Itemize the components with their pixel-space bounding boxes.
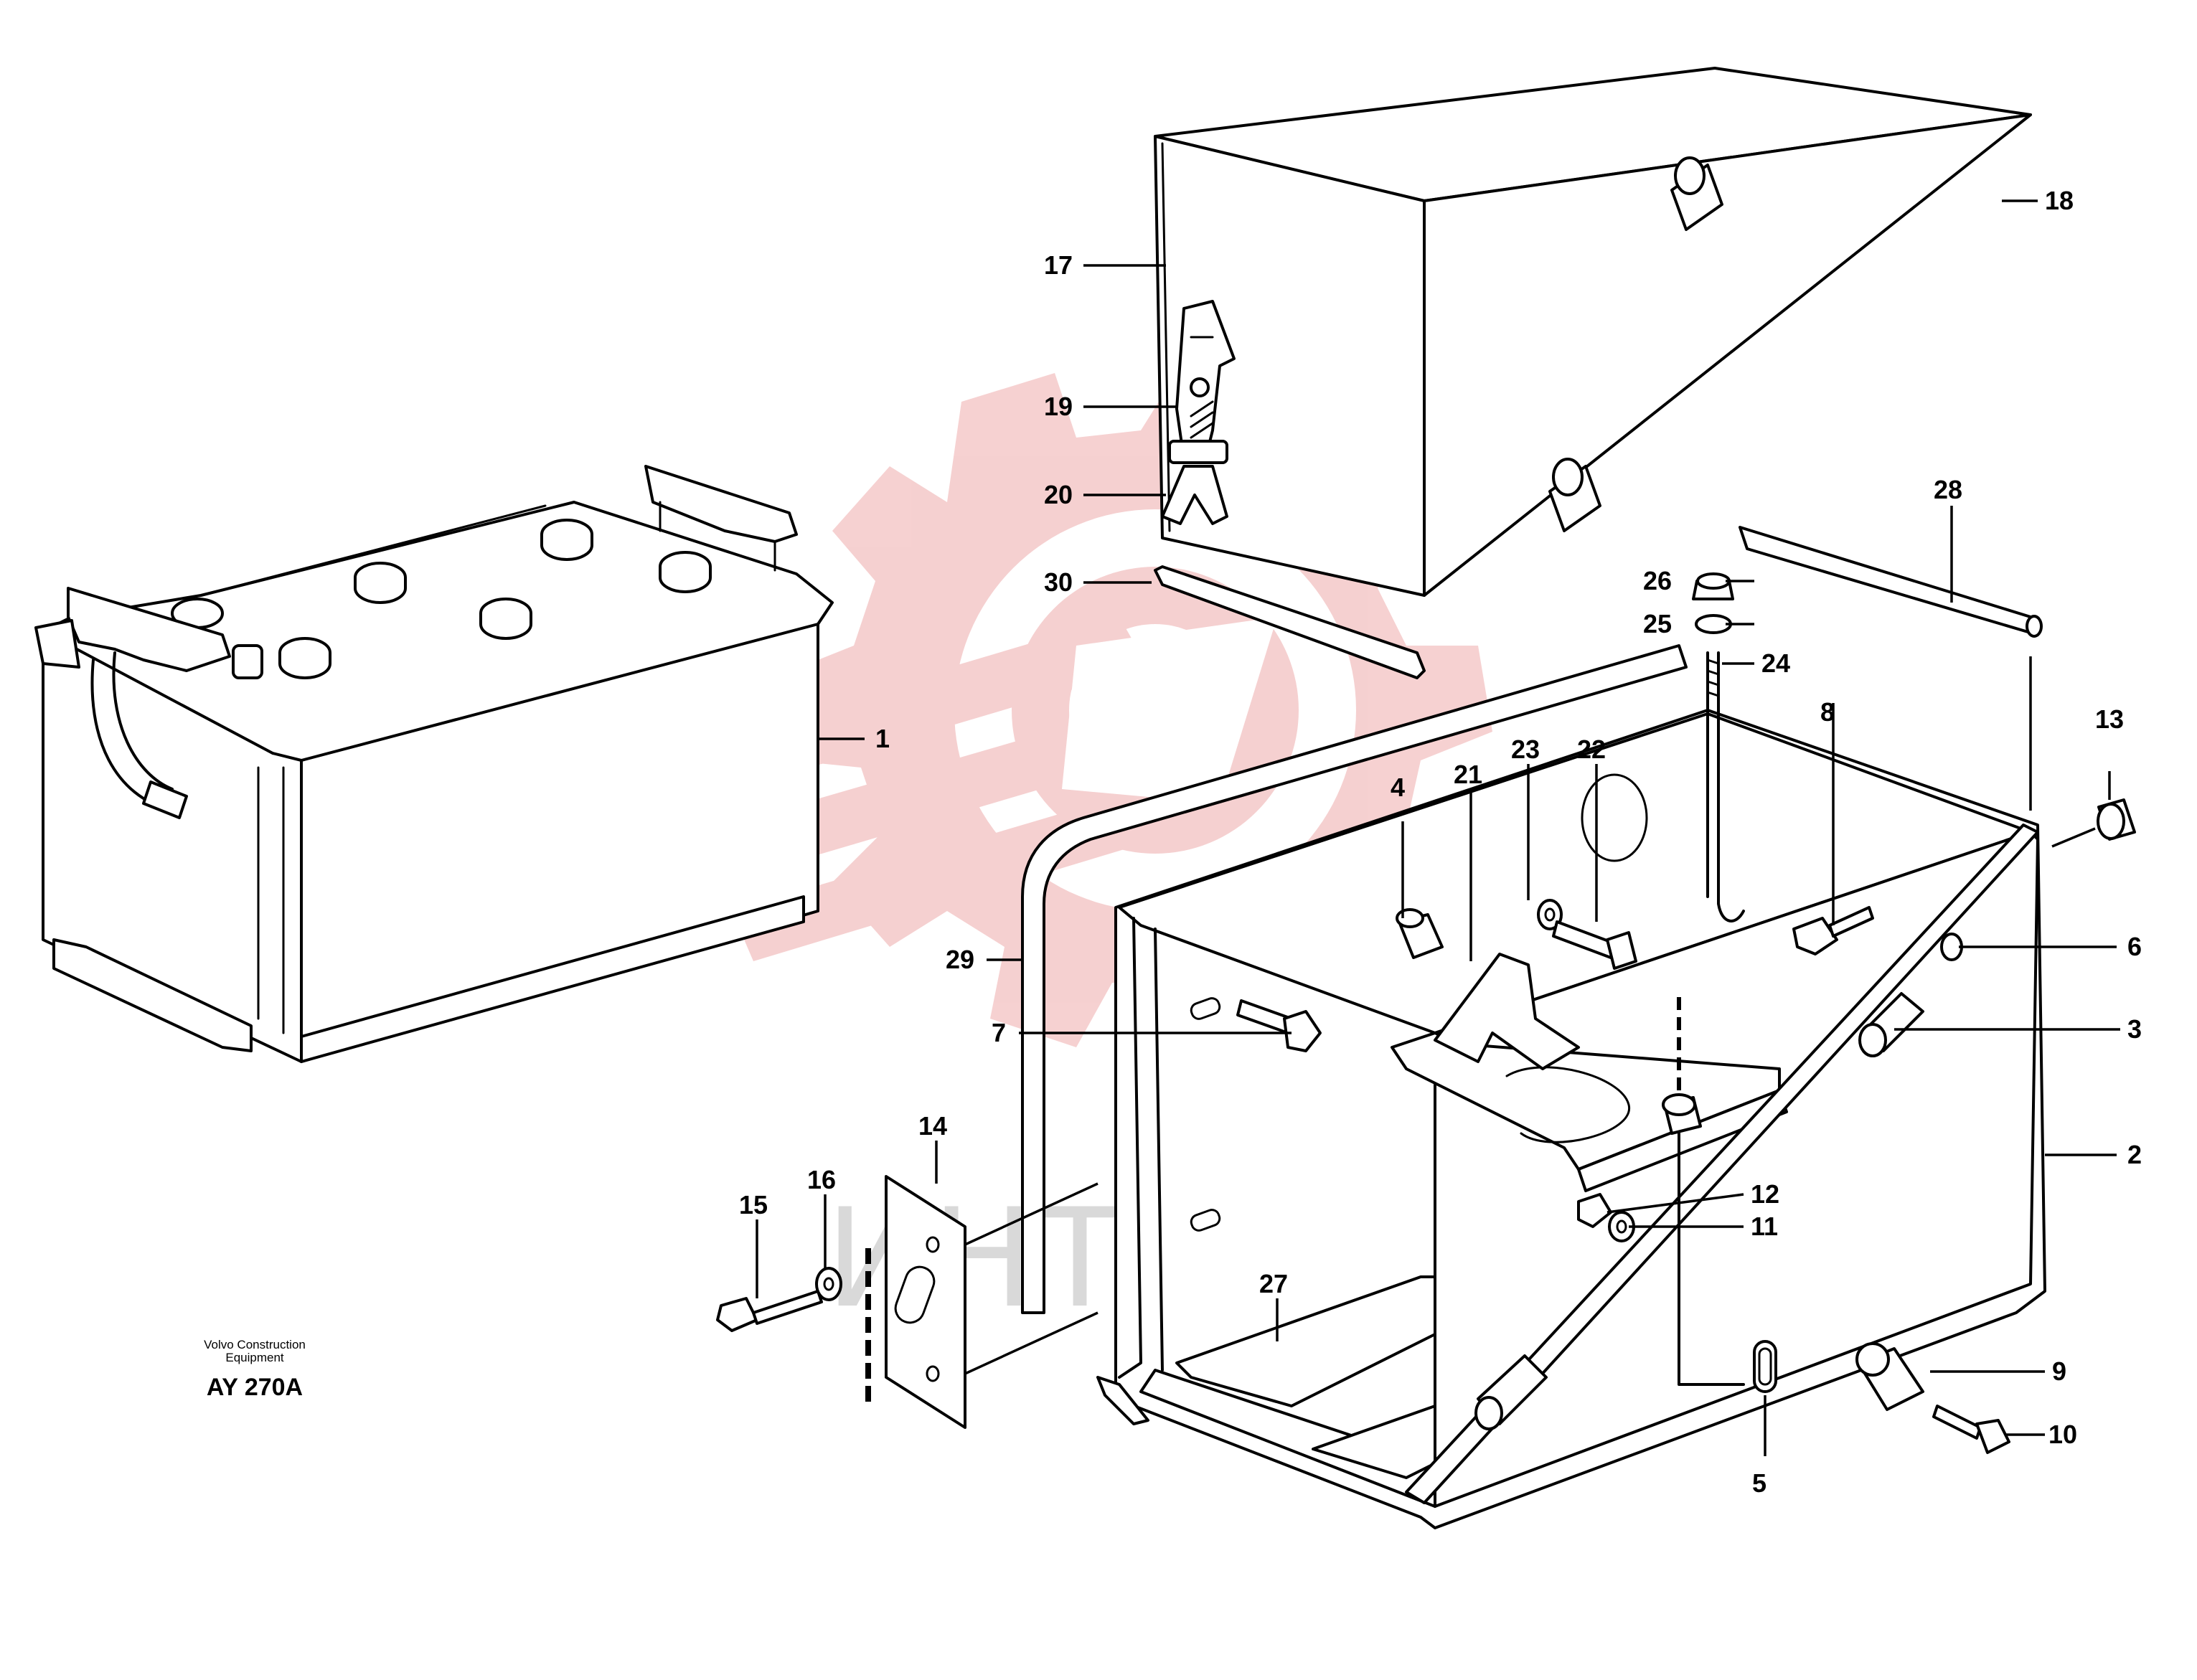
bumper-3 xyxy=(1858,992,1924,1057)
washer-16 xyxy=(815,1267,842,1301)
leader-lines xyxy=(756,199,2120,1456)
nut-12 xyxy=(1577,1193,1612,1228)
bumper-9 xyxy=(1855,1342,1924,1411)
callout-18: 18 xyxy=(2045,186,2074,215)
seal-strip-30 xyxy=(1154,565,1426,679)
callout-7: 7 xyxy=(992,1018,1006,1047)
callout-10: 10 xyxy=(2048,1420,2077,1449)
callout-28: 28 xyxy=(1934,475,1962,504)
bolt-8 xyxy=(1792,906,1874,955)
plate-guide-lines xyxy=(964,1182,1098,1375)
callout-2: 2 xyxy=(2127,1140,2142,1169)
callout-11: 11 xyxy=(1751,1212,1778,1241)
callout-22: 22 xyxy=(1577,735,1606,764)
callout-20: 20 xyxy=(1044,480,1073,509)
battery-handle-left xyxy=(34,587,231,819)
callout-8: 8 xyxy=(1820,697,1835,727)
bolt-7 xyxy=(1236,999,1322,1052)
callout-9: 9 xyxy=(2052,1356,2066,1386)
bushing-13 xyxy=(2097,798,2136,841)
callout-15: 15 xyxy=(739,1190,768,1219)
strap-bumper xyxy=(1474,1354,1548,1430)
callout-17: 17 xyxy=(1044,250,1073,280)
credit-line-2: Equipment xyxy=(225,1351,284,1364)
support-rod xyxy=(1739,526,2043,638)
callout-26: 26 xyxy=(1643,566,1672,595)
washer-25 xyxy=(1695,614,1732,634)
callout-25: 25 xyxy=(1643,609,1672,638)
battery-box-cover xyxy=(1154,67,2032,597)
bolt-10 xyxy=(1932,1405,2010,1454)
mounting-plate xyxy=(865,1175,966,1429)
callout-6: 6 xyxy=(2127,932,2142,961)
callout-labels: 1 2 3 4 5 6 7 8 9 10 11 12 13 14 15 16 1… xyxy=(739,186,2142,1498)
nut-6 xyxy=(1940,933,1963,961)
callout-4: 4 xyxy=(1391,773,1405,802)
callout-3: 3 xyxy=(2127,1014,2142,1044)
callout-29: 29 xyxy=(946,945,974,974)
latch-clip xyxy=(1161,465,1228,525)
diagonal-strap xyxy=(1405,824,2039,1504)
threaded-rod-24 xyxy=(1706,651,1745,922)
drawing-credit: Volvo Construction Equipment AY 270A xyxy=(204,1338,306,1401)
callout-1: 1 xyxy=(875,724,890,753)
callout-27: 27 xyxy=(1259,1269,1288,1298)
link-5 xyxy=(1753,1340,1777,1393)
box-tube xyxy=(1662,997,1745,1386)
callout-19: 19 xyxy=(1044,392,1073,421)
callout-21: 21 xyxy=(1454,760,1482,789)
bolt-22 xyxy=(1552,920,1637,970)
gasket-strip xyxy=(1021,644,1688,1314)
bolt-15 xyxy=(716,1290,823,1332)
cover-latch xyxy=(1168,300,1236,464)
callout-16: 16 xyxy=(807,1165,836,1194)
nut-26 xyxy=(1692,572,1734,600)
callout-24: 24 xyxy=(1761,648,1790,678)
cover-hinge-cylinder xyxy=(1548,156,1723,532)
callout-5: 5 xyxy=(1752,1468,1766,1498)
callout-13: 13 xyxy=(2095,704,2124,734)
battery-handle-right xyxy=(644,465,798,572)
battery xyxy=(34,465,834,1063)
drawing-code: AY 270A xyxy=(207,1374,303,1401)
callout-30: 30 xyxy=(1044,567,1073,597)
spacer-4 xyxy=(1396,908,1444,959)
callout-12: 12 xyxy=(1751,1179,1779,1209)
callout-23: 23 xyxy=(1511,735,1540,764)
credit-line-1: Volvo Construction xyxy=(204,1338,306,1351)
callout-14: 14 xyxy=(918,1111,947,1141)
battery-vent-caps xyxy=(171,519,712,679)
